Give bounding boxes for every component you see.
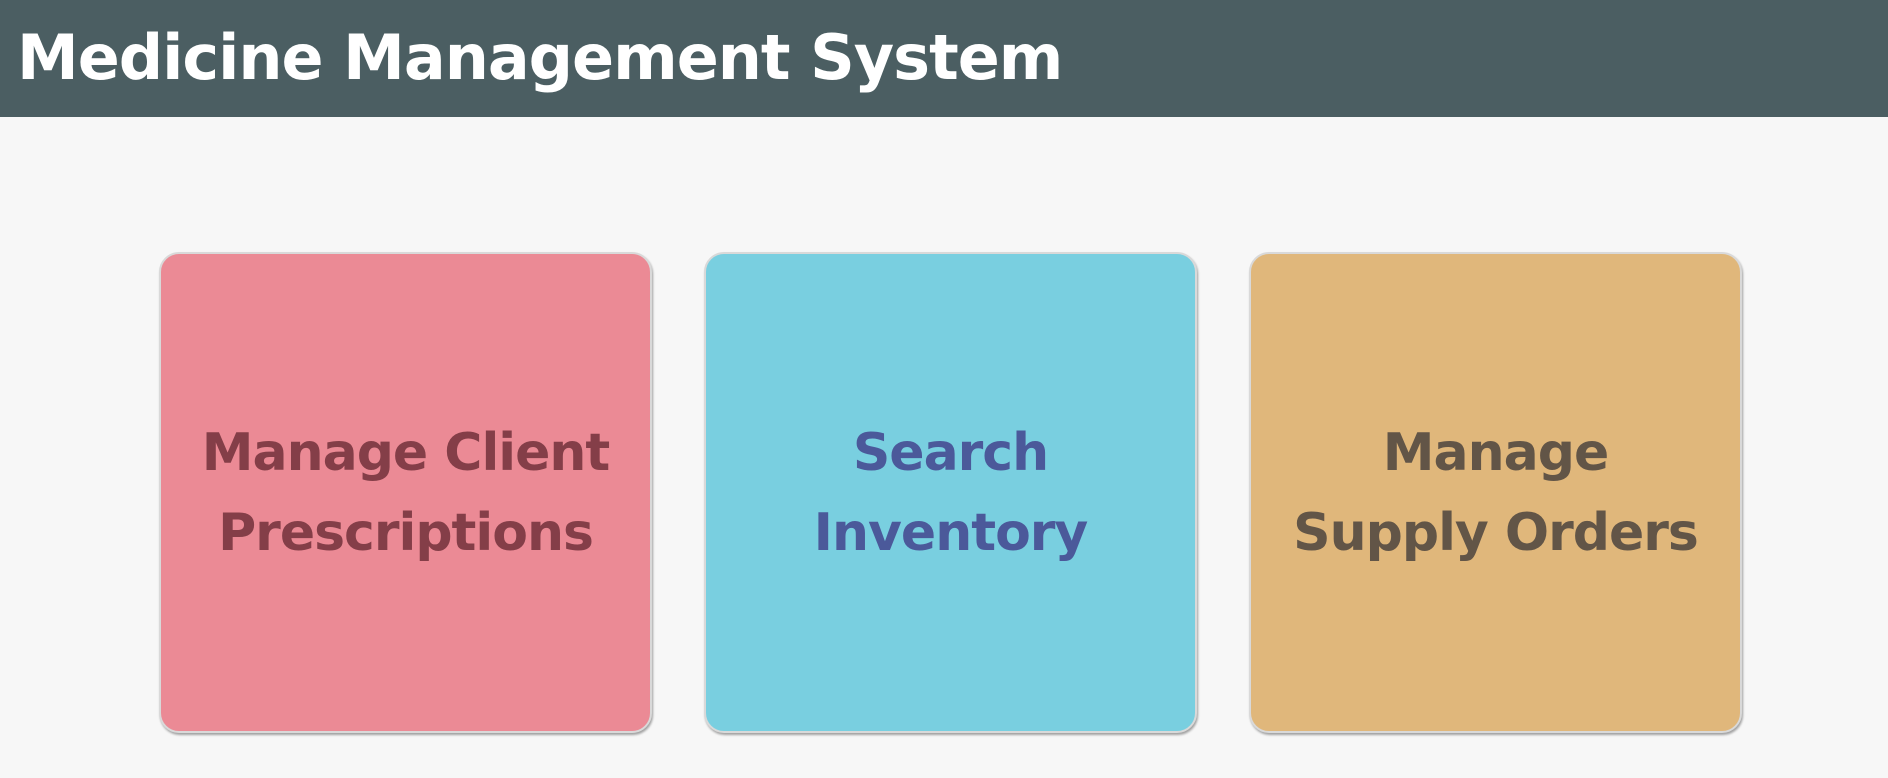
tile-label-line: Manage (1382, 422, 1609, 483)
tile-label: Search Inventory (794, 413, 1108, 573)
search-inventory-button[interactable]: Search Inventory (704, 252, 1197, 733)
tile-label-line: Inventory (813, 502, 1089, 563)
app-header: Medicine Management System (0, 0, 1888, 117)
tile-label-line: Search (852, 422, 1049, 483)
tile-label: Manage Client Prescriptions (182, 413, 630, 573)
menu-tiles: Manage Client Prescriptions Search Inven… (0, 117, 1888, 778)
manage-client-prescriptions-button[interactable]: Manage Client Prescriptions (159, 252, 652, 733)
tile-label: Manage Supply Orders (1273, 413, 1718, 573)
tile-label-line: Prescriptions (218, 502, 594, 563)
page-title: Medicine Management System (17, 21, 1063, 94)
tile-label-line: Supply Orders (1293, 502, 1699, 563)
manage-supply-orders-button[interactable]: Manage Supply Orders (1249, 252, 1742, 733)
tile-label-line: Manage Client (201, 422, 610, 483)
